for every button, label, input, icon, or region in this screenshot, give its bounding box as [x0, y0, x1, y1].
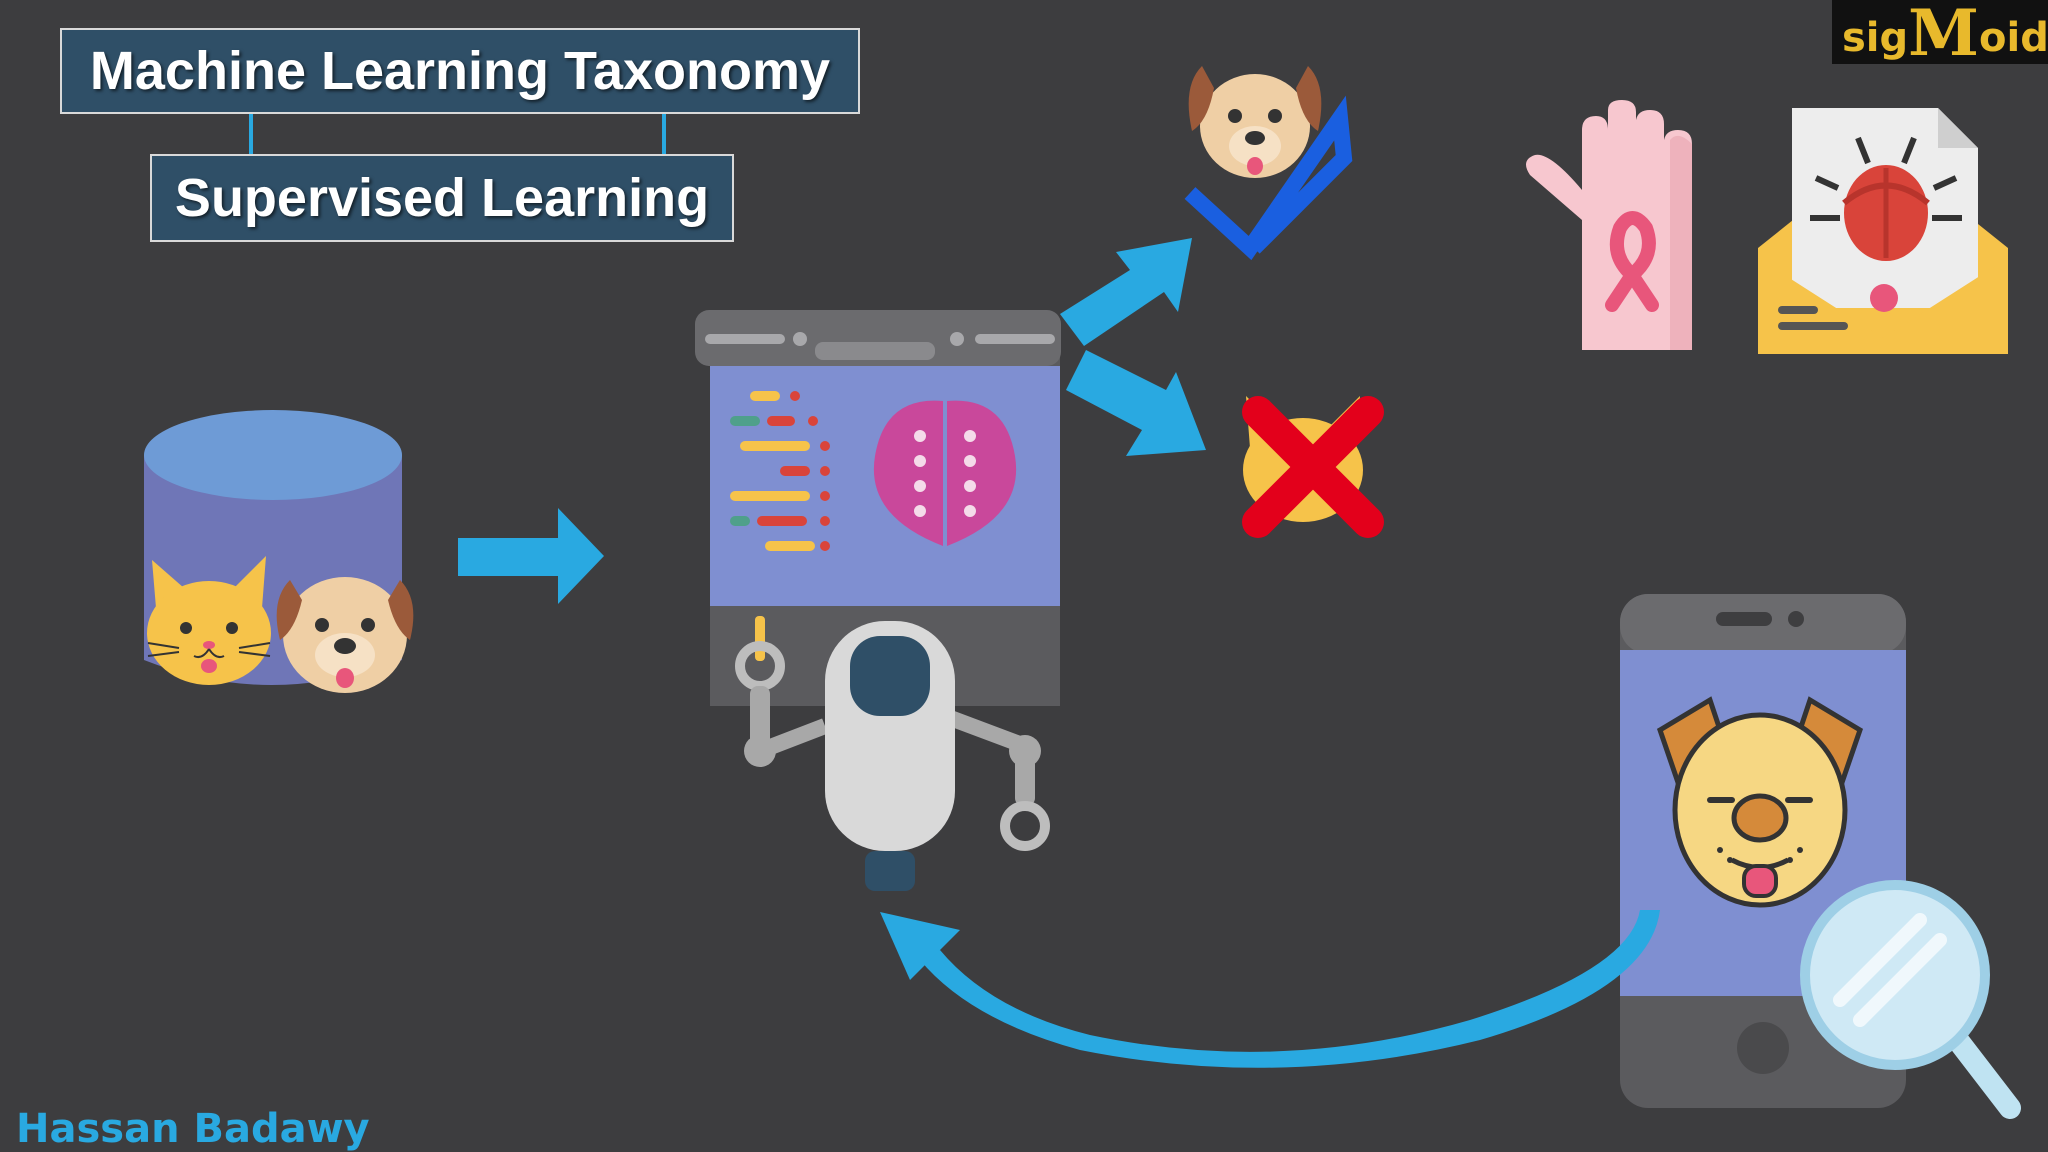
arrow-to-correct	[1060, 238, 1192, 346]
dog-face-icon	[1188, 66, 1322, 178]
ml-robot-machine-icon	[695, 310, 1061, 891]
x-mark-icon	[1242, 396, 1384, 538]
checkmark-icon	[1184, 95, 1353, 261]
author-name: Hassan Badawy	[16, 1106, 370, 1152]
supervised-learning-box: Supervised Learning	[150, 154, 734, 242]
arrow-to-model	[458, 508, 604, 604]
taxonomy-title: Machine Learning Taxonomy	[89, 41, 831, 101]
supervised-learning-title: Supervised Learning	[174, 168, 710, 228]
hand-ribbon-icon	[1526, 100, 1692, 350]
bug-mail-icon	[1758, 108, 2008, 354]
dog-face-icon	[276, 577, 414, 693]
connector-left	[249, 114, 253, 154]
arrow-to-wrong	[1066, 350, 1206, 456]
dog-face-icon	[1656, 696, 1864, 908]
feedback-arrow	[880, 910, 1660, 1068]
cat-face-icon	[147, 556, 271, 685]
connector-right	[662, 114, 666, 154]
magnifier-icon	[1800, 880, 2021, 1119]
taxonomy-title-box: Machine Learning Taxonomy	[60, 28, 860, 114]
